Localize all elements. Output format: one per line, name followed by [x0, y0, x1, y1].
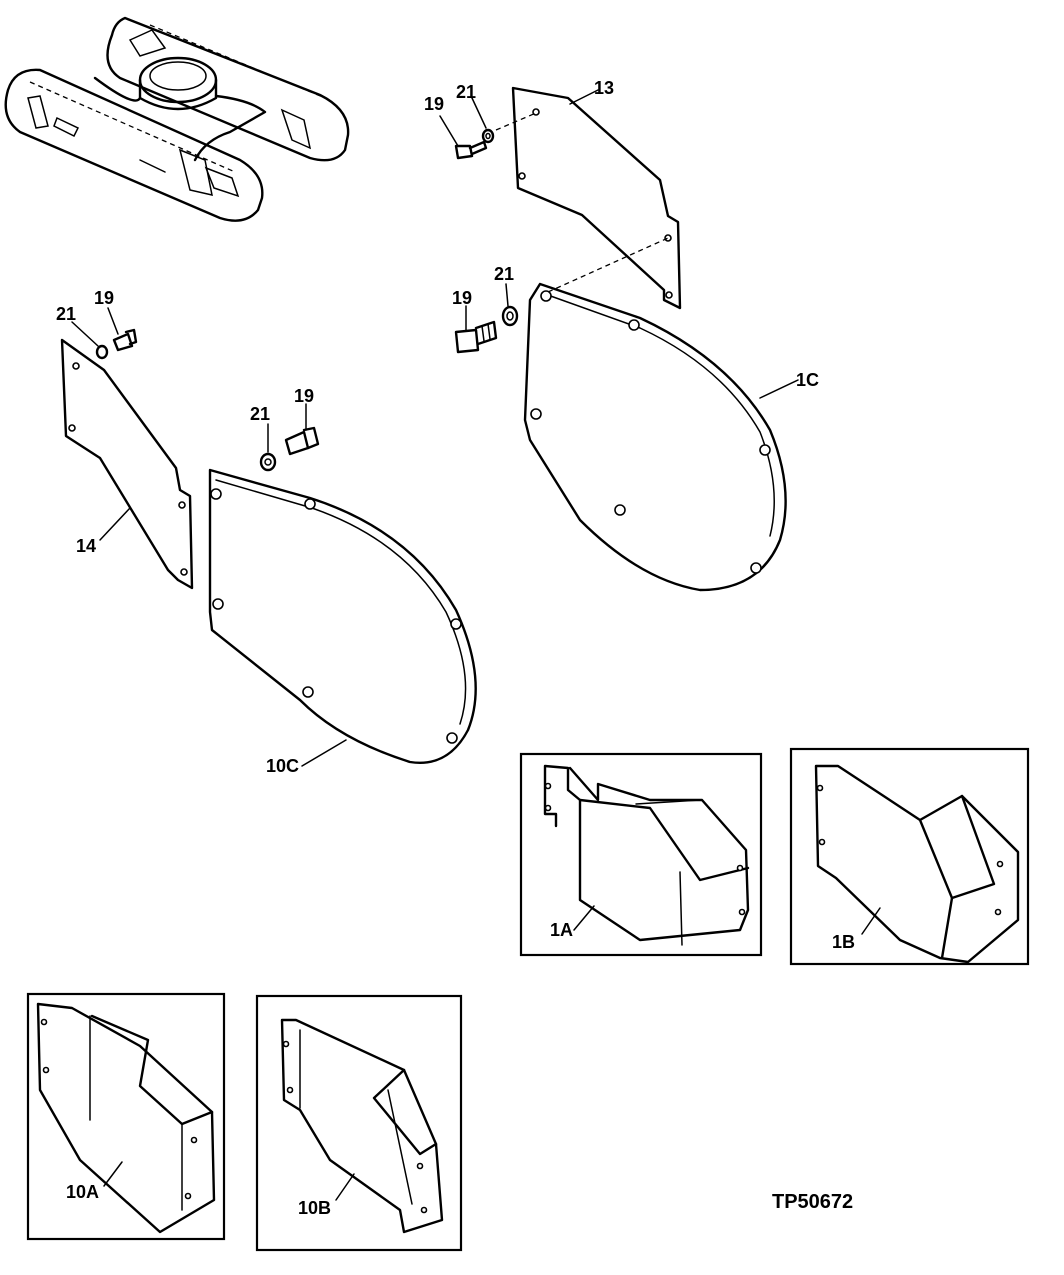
shield-part-13: [495, 86, 682, 310]
label-19-left: 19: [94, 288, 114, 308]
label-21-top: 21: [456, 82, 476, 102]
label-14: 14: [76, 536, 96, 556]
undercarriage-illustration: [4, 16, 350, 222]
shield-part-14: [60, 338, 194, 590]
label-10c: 10C: [266, 756, 299, 776]
figure-code: TP50672: [772, 1191, 853, 1213]
washer-21-top: [481, 128, 495, 144]
label-10b: 10B: [298, 1198, 331, 1218]
shield-part-10c: [208, 468, 477, 764]
inset-10b: [255, 994, 463, 1252]
label-19-mid: 19: [452, 288, 472, 308]
label-21-left: 21: [56, 304, 76, 324]
label-21-center: 21: [250, 404, 270, 424]
inset-10a: [26, 992, 226, 1241]
leader-lines: [71, 89, 799, 767]
bolt-19-mid: [454, 320, 498, 354]
washer-21-left: [95, 344, 109, 360]
label-21-mid: 21: [494, 264, 514, 284]
inset-1b: [789, 747, 1030, 966]
label-1a: 1A: [550, 920, 573, 940]
label-1b: 1B: [832, 932, 855, 952]
shield-part-1c: [523, 282, 787, 592]
washer-21-mid: [501, 305, 519, 327]
label-13: 13: [594, 78, 614, 98]
label-10a: 10A: [66, 1182, 99, 1202]
bolt-19-top: [454, 140, 488, 160]
label-19-center: 19: [294, 386, 314, 406]
bolt-19-left: [112, 328, 138, 352]
bolt-19-center: [284, 426, 320, 456]
label-19-top: 19: [424, 94, 444, 114]
label-1c: 1C: [796, 370, 819, 390]
washer-21-center: [259, 452, 277, 472]
inset-1a: [519, 752, 763, 957]
